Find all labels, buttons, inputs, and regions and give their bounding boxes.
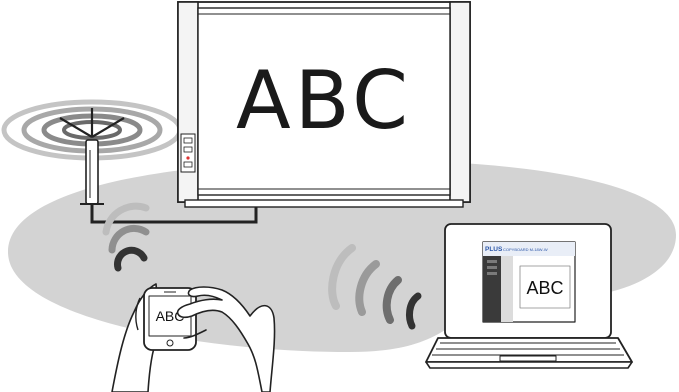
copyboard-text: ABC [236,54,412,147]
laptop-screen-text: ABC [526,278,563,298]
smartphone-icon: ABC [144,288,196,350]
laptop-app-title: COPYBOARD M-18W-W [503,247,548,252]
laptop-brand-label: PLUS [485,246,503,253]
laptop-icon: PLUS COPYBOARD M-18W-W ABC [426,224,632,368]
copyboard-icon: ABC [178,2,470,207]
